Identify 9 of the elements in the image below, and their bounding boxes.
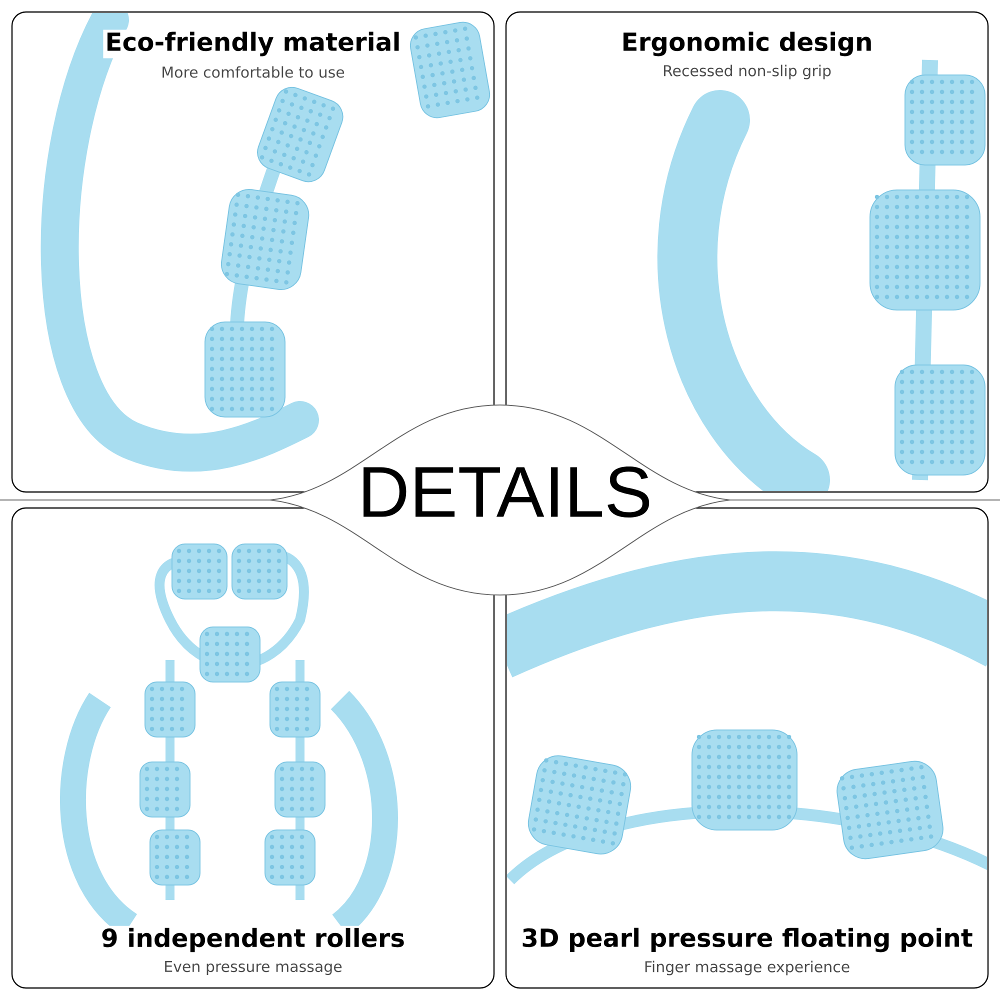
panel-subtitle: More comfortable to use [160, 65, 346, 79]
panel-subtitle: Recessed non-slip grip [662, 64, 833, 80]
panel-heading: Eco-friendly material [103, 30, 403, 58]
panel-heading: 3D pearl pressure floating point [519, 926, 975, 954]
title-banner: DETAILS [270, 404, 730, 596]
panel-heading: 9 independent rollers [98, 926, 408, 954]
panel-heading: Ergonomic design [619, 30, 875, 58]
panel-subtitle: Even pressure massage [162, 960, 344, 976]
panel-subtitle: Finger massage experience [642, 960, 852, 976]
